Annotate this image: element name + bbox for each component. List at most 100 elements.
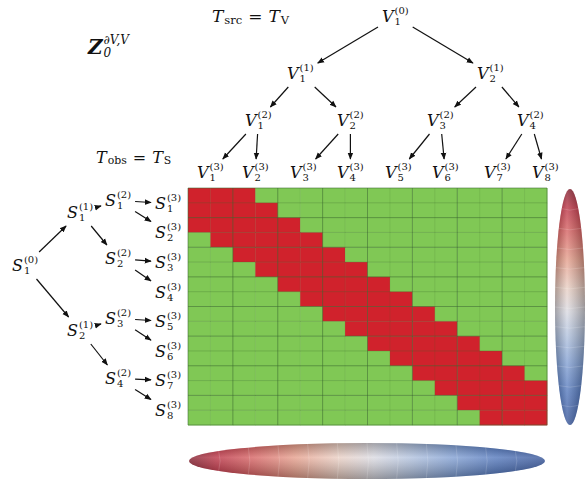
level-superscript: (3) <box>545 162 559 173</box>
far-block <box>255 336 278 351</box>
near-block <box>323 247 346 262</box>
tree-arrows <box>37 27 542 400</box>
far-block <box>345 247 368 262</box>
near-block <box>457 336 480 351</box>
node-symbol: S <box>155 225 166 241</box>
index-subscript: 2 <box>117 259 131 270</box>
far-block <box>210 381 233 396</box>
matrix-symbol: Z <box>88 37 103 57</box>
near-block <box>412 366 435 381</box>
grid-line <box>345 188 346 425</box>
level-superscript: (3) <box>167 341 181 352</box>
vertical-ellipsoid <box>555 189 585 425</box>
tree-arrow <box>442 134 444 159</box>
index-subscript: 1 <box>258 121 272 132</box>
grid-line <box>524 188 525 425</box>
tree-node: V(3)1 <box>195 161 226 184</box>
grid-line <box>188 321 547 322</box>
far-block <box>502 218 525 233</box>
far-block <box>278 203 301 218</box>
band-line <box>556 346 584 348</box>
near-block <box>480 395 503 410</box>
tree-node: S(3)2 <box>153 221 183 244</box>
near-block <box>300 232 323 247</box>
tree-node: S(3)7 <box>153 369 183 392</box>
far-block <box>300 366 323 381</box>
near-block <box>435 366 458 381</box>
far-block <box>412 262 435 277</box>
far-block <box>368 188 391 203</box>
far-block <box>457 307 480 322</box>
band-line <box>456 445 458 476</box>
far-block <box>188 381 211 396</box>
far-block <box>390 203 413 218</box>
index-subscript: 3 <box>117 319 131 330</box>
far-block <box>502 292 525 307</box>
index-subscript: 7 <box>167 381 181 392</box>
matrix-subscript: 0 <box>104 47 129 60</box>
node-symbol: V <box>337 165 349 181</box>
near-block <box>502 395 525 410</box>
level-superscript: (3) <box>167 311 181 322</box>
tree-arrow <box>135 379 151 381</box>
grid-line <box>300 188 301 425</box>
near-block <box>368 307 391 322</box>
band-line <box>562 405 579 407</box>
near-block <box>210 203 233 218</box>
near-block <box>233 203 256 218</box>
near-block <box>300 247 323 262</box>
index-subscript: 4 <box>350 173 364 184</box>
near-block <box>210 188 233 203</box>
near-block <box>368 321 391 336</box>
far-block <box>233 410 256 425</box>
far-block <box>188 321 211 336</box>
far-block <box>210 395 233 410</box>
band-line <box>559 386 581 388</box>
far-block <box>412 188 435 203</box>
far-block <box>188 262 211 277</box>
band-line <box>555 327 585 329</box>
far-block <box>323 188 346 203</box>
far-block <box>300 188 323 203</box>
far-block <box>323 381 346 396</box>
near-block <box>457 366 480 381</box>
near-block <box>412 351 435 366</box>
level-superscript: (3) <box>497 162 511 173</box>
index-subscript: 3 <box>167 263 181 274</box>
far-block <box>480 277 503 292</box>
far-block <box>390 232 413 247</box>
far-block <box>210 410 233 425</box>
node-symbol: V <box>385 165 397 181</box>
grid-line <box>277 188 278 425</box>
index-subscript: 8 <box>545 173 559 184</box>
tree-node: V(3)8 <box>530 161 561 184</box>
node-symbol: V <box>432 165 444 181</box>
node-symbol: V <box>287 66 299 82</box>
near-block <box>390 307 413 322</box>
band-line <box>556 268 584 270</box>
far-block <box>300 381 323 396</box>
far-block <box>390 277 413 292</box>
tree-node: S(3)4 <box>153 281 183 304</box>
near-block <box>345 277 368 292</box>
tree-arrow <box>97 324 101 325</box>
node-symbol: V <box>517 113 529 129</box>
far-block <box>412 410 435 425</box>
near-block <box>233 218 256 233</box>
far-block <box>368 232 391 247</box>
near-block <box>323 277 346 292</box>
grid-line <box>457 188 458 425</box>
block-matrix <box>188 188 547 425</box>
near-block <box>255 218 278 233</box>
far-block <box>502 321 525 336</box>
tree-node: S(0)1 <box>10 254 40 277</box>
far-block <box>323 410 346 425</box>
node-symbol: S <box>155 373 166 389</box>
tree-node: S(2)2 <box>103 247 133 270</box>
level-superscript: (2) <box>117 368 131 379</box>
tree-node: V(2)4 <box>515 109 546 132</box>
far-block <box>323 395 346 410</box>
near-block <box>390 351 413 366</box>
level-superscript: (2) <box>117 248 131 259</box>
tree-symbol: T <box>269 8 280 25</box>
